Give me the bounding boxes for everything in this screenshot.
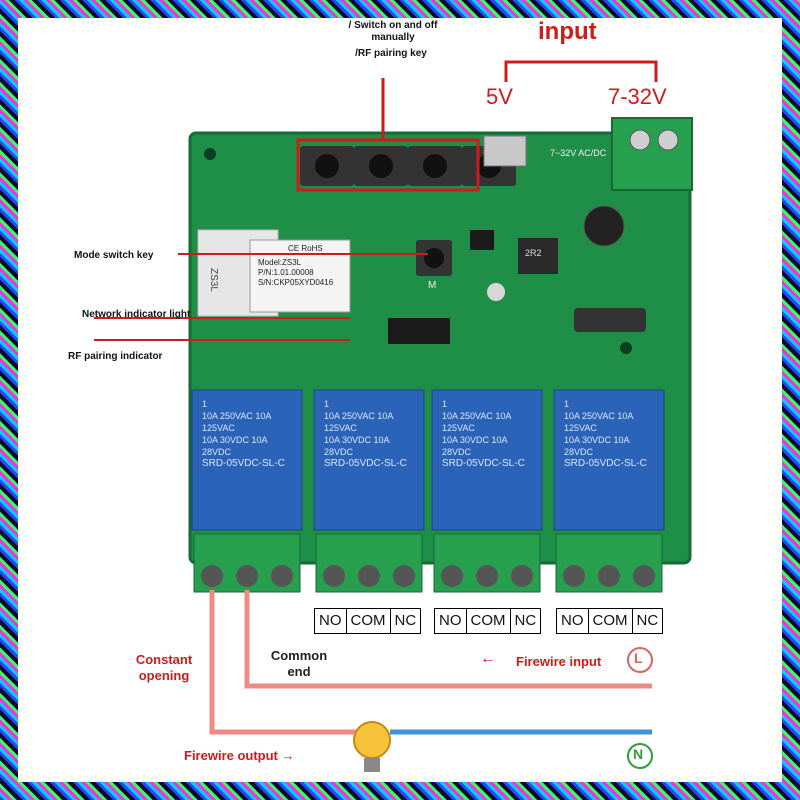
- power-screw-2: [657, 129, 679, 151]
- relay-rating: 10A 250VAC 10A 125VAC: [324, 411, 393, 433]
- relay-2: [313, 389, 425, 531]
- rf-module-coil: [574, 308, 646, 332]
- diagram-canvas: / Switch on and off manually /RF pairing…: [18, 18, 782, 782]
- ic-chip: [388, 318, 450, 344]
- inductor-label: 2R2: [525, 248, 542, 258]
- relay-4: [553, 389, 665, 531]
- usb-port: [483, 135, 527, 167]
- switch-manual-label: / Switch on and off manually: [348, 20, 438, 43]
- m-label: M: [428, 280, 437, 291]
- relay-1: [191, 389, 303, 531]
- mode-switch-label: Mode switch key: [74, 250, 154, 261]
- mounting-hole: [620, 342, 632, 354]
- inductor: [518, 238, 558, 274]
- terminal-label-group-3: NO COM NC: [556, 608, 664, 634]
- firewire-output-label: Firewire output →: [184, 748, 295, 763]
- constant-opening-wire: [209, 590, 356, 735]
- relay-num: 1: [324, 399, 330, 409]
- terminal-no: NO: [435, 609, 467, 633]
- common-end-wire: [244, 590, 652, 689]
- terminal-label-group-2: NO COM NC: [434, 608, 542, 634]
- relay-model: SRD-05VDC-SL-C: [564, 458, 647, 469]
- diagram-svg: [94, 60, 693, 772]
- constant-opening-label: Constant opening: [135, 652, 193, 683]
- terminal-no: NO: [557, 609, 589, 633]
- relay-rating: 10A 30VDC 10A 28VDC: [564, 435, 630, 457]
- module-sn: S/N:CKP05XYD0416: [258, 278, 334, 287]
- relay-num: 1: [202, 399, 208, 409]
- ce-rohs-label: CE RoHS: [288, 244, 323, 253]
- live-circle-icon: [627, 647, 653, 673]
- terminal-nc: NC: [636, 612, 659, 629]
- terminal-com: COM: [347, 609, 391, 633]
- module-pn: P/N:1.01.00008: [258, 268, 314, 277]
- neutral-circle-icon: [627, 743, 653, 769]
- relay-rating: 10A 30VDC 10A 28VDC: [442, 435, 508, 457]
- terminal-com: COM: [467, 609, 511, 633]
- regulator-chip: [470, 230, 494, 250]
- switch-button-1[interactable]: [315, 154, 339, 178]
- relay-rating: 10A 30VDC 10A 28VDC: [202, 435, 268, 457]
- power-terminal: [611, 117, 693, 191]
- relay-terminal-1: [193, 533, 301, 593]
- relay-model: SRD-05VDC-SL-C: [202, 458, 285, 469]
- rf-pairing-key-label: /RF pairing key: [355, 48, 427, 59]
- relay-rating: 10A 250VAC 10A 125VAC: [202, 411, 271, 433]
- relay-text-3: 1 10A 250VAC 10A 125VAC 10A 30VDC 10A 28…: [442, 398, 532, 470]
- relay-num: 1: [442, 399, 448, 409]
- relay-model: SRD-05VDC-SL-C: [442, 458, 525, 469]
- capacitor: [583, 205, 625, 247]
- mounting-hole: [204, 148, 216, 160]
- relay-model: SRD-05VDC-SL-C: [324, 458, 407, 469]
- relay-3: [431, 389, 543, 531]
- light-bulb-icon: [353, 721, 391, 772]
- firewire-input-label: Firewire input: [516, 654, 602, 669]
- relay-rating: 10A 250VAC 10A 125VAC: [442, 411, 511, 433]
- relay-text-1: 1 10A 250VAC 10A 125VAC 10A 30VDC 10A 28…: [202, 398, 292, 470]
- module-side-label: ZS3L: [208, 268, 219, 292]
- live-symbol: L: [634, 650, 643, 666]
- 5v-label: 5V: [486, 84, 513, 109]
- module-model: Model:ZS3L: [258, 258, 302, 267]
- terminal-com: COM: [589, 609, 633, 633]
- left-arrow-icon: ←: [480, 650, 496, 667]
- power-screw-1: [629, 129, 651, 151]
- terminal-nc: NC: [394, 612, 417, 629]
- relay-rating: 10A 250VAC 10A 125VAC: [564, 411, 633, 433]
- led-indicator: [487, 283, 505, 301]
- input-bracket: [504, 60, 658, 82]
- module-label-plate: [249, 239, 351, 313]
- 7-32v-label: 7-32V: [608, 84, 667, 109]
- switch-button-3[interactable]: [423, 154, 447, 178]
- input-label: input: [538, 18, 597, 45]
- relay-text-2: 1 10A 250VAC 10A 125VAC 10A 30VDC 10A 28…: [324, 398, 414, 470]
- common-end-label: Common end: [270, 648, 328, 679]
- terminal-label-group-1: NO COM NC: [314, 608, 422, 634]
- relay-rating: 10A 30VDC 10A 28VDC: [324, 435, 390, 457]
- terminal-no: NO: [315, 609, 347, 633]
- terminal-nc: NC: [514, 612, 537, 629]
- mode-switch-button[interactable]: [424, 248, 444, 268]
- switch-button-2[interactable]: [369, 154, 393, 178]
- module-text: Model:ZS3L P/N:1.01.00008 S/N:CKP05XYD04…: [258, 258, 333, 288]
- rf-indicator-label: RF pairing indicator: [68, 351, 163, 362]
- acdc-label: 7~32V AC/DC: [550, 148, 607, 158]
- relay-terminal-3: [433, 533, 541, 593]
- relay-text-4: 1 10A 250VAC 10A 125VAC 10A 30VDC 10A 28…: [564, 398, 654, 470]
- relay-terminal-4: [555, 533, 663, 593]
- network-indicator-label: Network indicator light: [82, 309, 191, 320]
- buttons-highlight-box: [296, 138, 480, 192]
- neutral-symbol: N: [633, 746, 644, 762]
- relay-terminal-2: [315, 533, 423, 593]
- relay-num: 1: [564, 399, 570, 409]
